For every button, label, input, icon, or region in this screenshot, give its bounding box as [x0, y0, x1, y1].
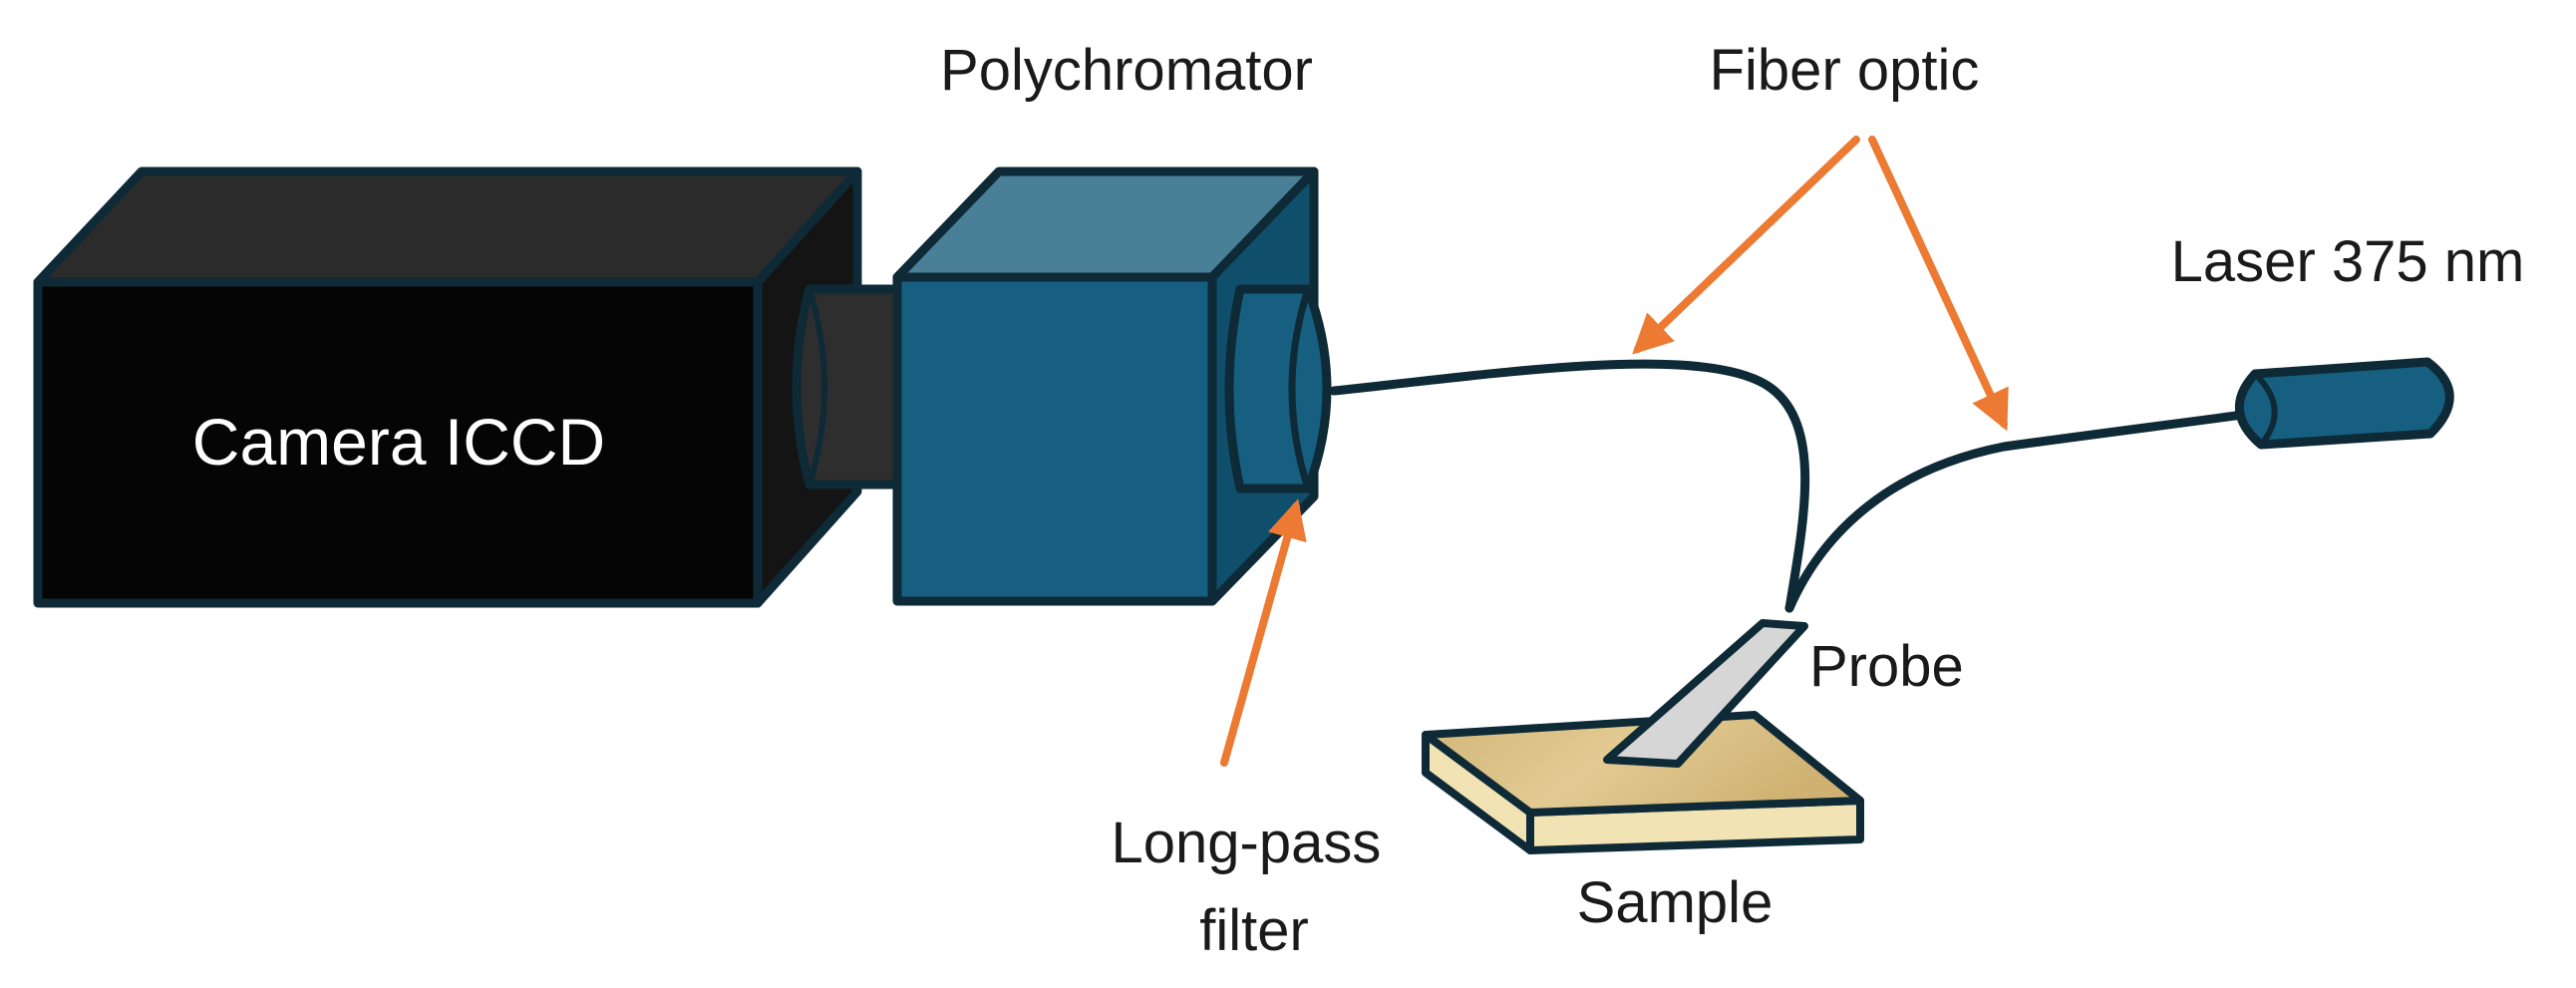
- annotation-arrows: [1220, 136, 2009, 767]
- long-pass-filter-label: Long-pass filter: [1112, 811, 1398, 963]
- fiber-to-polychromator: [1329, 359, 1810, 613]
- fiber-optic-arrow-1: [1632, 136, 1860, 355]
- fiber-to-laser: [1784, 408, 2260, 613]
- camera-top-face: [33, 166, 862, 287]
- laser-label: Laser 375 nm: [2171, 229, 2525, 294]
- probe-label: Probe: [1809, 634, 1964, 699]
- filter-label-line2: filter: [1199, 898, 1309, 963]
- laser-375nm: Laser 375 nm: [2171, 229, 2525, 450]
- sample-label: Sample: [1577, 870, 1773, 935]
- filter-arrow: [1220, 498, 1307, 767]
- polychromator-label: Polychromator: [940, 38, 1313, 103]
- fiber-optic-label: Fiber optic: [1710, 38, 1980, 103]
- probe: Probe: [1603, 619, 1964, 768]
- camera-front-face: [33, 277, 763, 608]
- long-pass-filter: [1224, 284, 1332, 494]
- sample: Sample: [1422, 711, 1864, 935]
- laser-body: [2235, 357, 2454, 450]
- camera-iccd: Camera ICCD: [33, 166, 862, 608]
- camera-label: Camera ICCD: [192, 405, 605, 479]
- filter-label-line1: Long-pass: [1112, 811, 1382, 875]
- camera-polychromator-tube: [792, 284, 910, 490]
- polychromator: Polychromator: [892, 38, 1319, 606]
- fiber-optic-cable: [1329, 359, 2260, 613]
- fiber-optic-arrow-2: [1868, 136, 2009, 432]
- probe-body: [1603, 619, 1808, 768]
- polychromator-front-face: [892, 272, 1217, 606]
